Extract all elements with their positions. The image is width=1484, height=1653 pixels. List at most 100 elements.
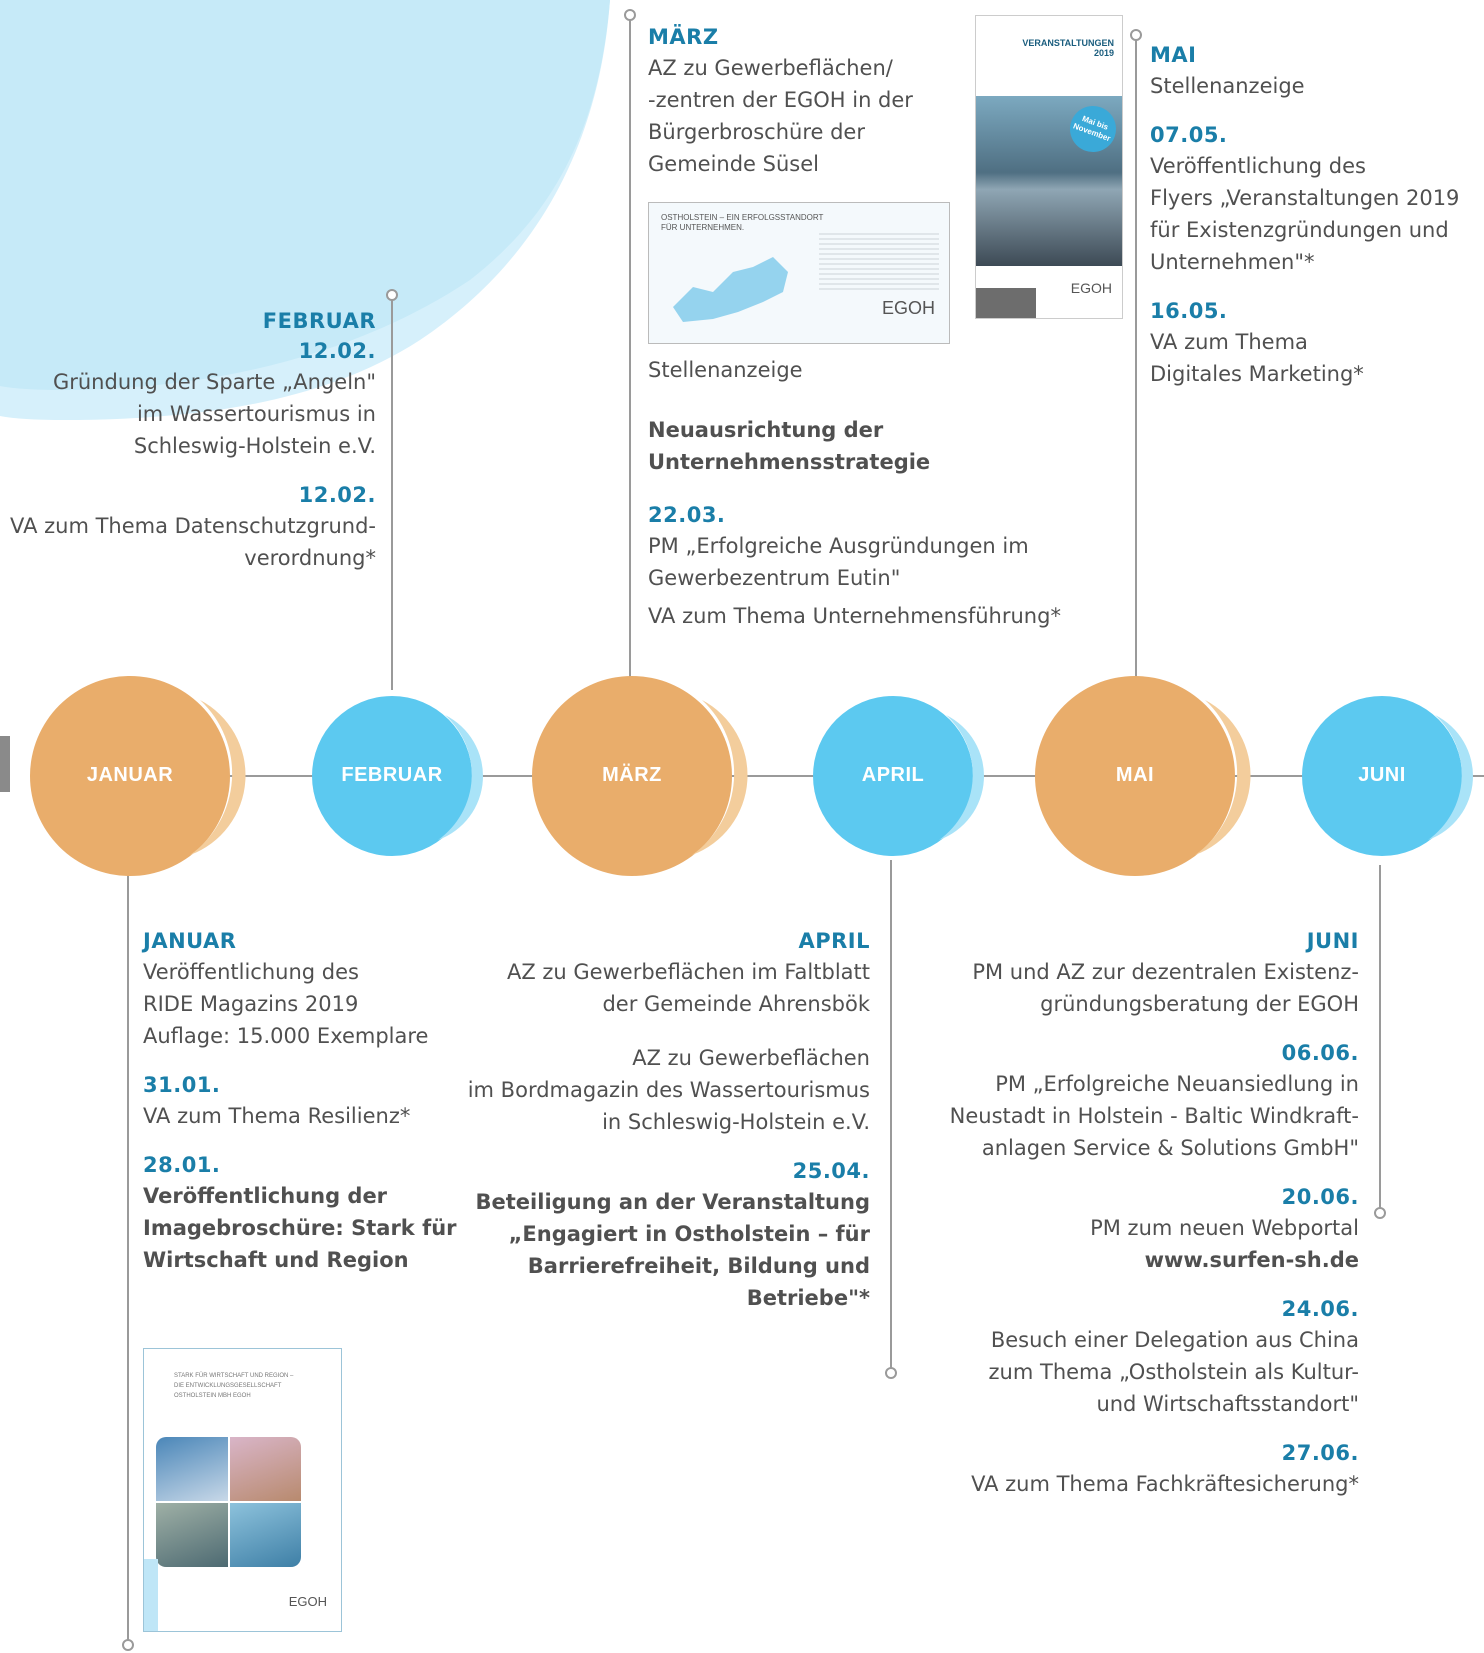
juni-text-2: PM „Erfolgreiche Neuansiedlung in bbox=[995, 1072, 1359, 1096]
januar-date-2: 28.01. bbox=[143, 1153, 221, 1177]
brochure-logo: EGOH bbox=[288, 1594, 327, 1609]
circle-label-mai: MAI bbox=[1115, 764, 1155, 786]
gewerbeflaechen-ad-image: OSTHOLSTEIN – EIN ERFOLGSSTANDORT FÜR UN… bbox=[648, 202, 950, 344]
januar-heading: JANUAR bbox=[143, 929, 237, 953]
circle-label-februar: FEBRUAR bbox=[341, 764, 443, 786]
februar-date-1: 12.02. bbox=[298, 339, 376, 363]
circle-maerz bbox=[532, 676, 748, 876]
mai-text-2: Veröffentlichung des bbox=[1150, 154, 1366, 178]
maerz-text-1: AZ zu Gewerbeflächen/ bbox=[648, 56, 893, 80]
juni-date-3: 24.06. bbox=[1281, 1297, 1359, 1321]
juni-text-5: VA zum Thema Fachkräftesicherung* bbox=[971, 1472, 1359, 1496]
juni-text-1: PM und AZ zur dezentralen Existenz- bbox=[972, 960, 1359, 984]
februar-text-1: Schleswig-Holstein e.V. bbox=[133, 434, 376, 458]
april-text-2: im Bordmagazin des Wassertourismus bbox=[467, 1078, 870, 1102]
mai-block: MAI Stellenanzeige 07.05. Veröffentlichu… bbox=[1150, 40, 1484, 390]
flyer-title: VERANSTALTUNGEN bbox=[1022, 38, 1114, 48]
februar-text-2: verordnung* bbox=[244, 546, 376, 570]
circle-april bbox=[813, 696, 984, 856]
flyer-logo: EGOH bbox=[1070, 280, 1112, 296]
mai-text-3: Digitales Marketing* bbox=[1150, 362, 1364, 386]
brochure-title: OSTHOLSTEIN MBH EGOH bbox=[174, 1393, 251, 1399]
januar-text-1: RIDE Magazins 2019 bbox=[143, 992, 359, 1016]
juni-text-3: PM zum neuen Webportal bbox=[1090, 1216, 1359, 1240]
maerz-text-3: PM „Erfolgreiche Ausgründungen im bbox=[648, 534, 1029, 558]
ad-title: FÜR UNTERNEHMEN. bbox=[661, 223, 745, 232]
maerz-heading: MÄRZ bbox=[648, 25, 719, 49]
mai-text-2: für Existenzgründungen und bbox=[1150, 218, 1449, 242]
mai-date-1: 07.05. bbox=[1150, 123, 1228, 147]
april-text-2: in Schleswig-Holstein e.V. bbox=[602, 1110, 870, 1134]
maerz-block-2: Stellenanzeige Neuausrichtung der Untern… bbox=[648, 354, 1088, 632]
juni-text-2: Neustadt in Holstein - Baltic Windkraft- bbox=[949, 1104, 1359, 1128]
januar-text-2: VA zum Thema Resilienz* bbox=[143, 1104, 411, 1128]
maerz-text-4: VA zum Thema Unternehmensführung* bbox=[648, 604, 1061, 628]
juni-date-1: 06.06. bbox=[1281, 1041, 1359, 1065]
juni-block: JUNI PM und AZ zur dezentralen Existenz-… bbox=[900, 926, 1359, 1500]
circle-februar bbox=[312, 696, 483, 856]
april-text-2: AZ zu Gewerbeflächen bbox=[632, 1046, 870, 1070]
juni-website-link[interactable]: www.surfen-sh.de bbox=[1144, 1248, 1359, 1272]
april-text-1: der Gemeinde Ahrensbök bbox=[602, 992, 870, 1016]
april-heading: APRIL bbox=[798, 929, 870, 953]
circle-januar bbox=[30, 676, 246, 876]
januar-text-1: Veröffentlichung des bbox=[143, 960, 359, 984]
mai-text-3: VA zum Thema bbox=[1150, 330, 1308, 354]
circle-label-maerz: MÄRZ bbox=[602, 764, 662, 786]
juni-date-2: 20.06. bbox=[1281, 1185, 1359, 1209]
februar-text-1: Gründung der Sparte „Angeln" bbox=[52, 370, 376, 394]
page-edge-marker bbox=[0, 736, 10, 792]
april-bold: „Engagiert in Ostholstein – für bbox=[508, 1222, 870, 1246]
januar-date-1: 31.01. bbox=[143, 1073, 221, 1097]
mai-text-2: Flyers „Veranstaltungen 2019 bbox=[1150, 186, 1460, 210]
brochure-title: DIE ENTWICKLUNGSGESELLSCHAFT bbox=[174, 1383, 282, 1389]
januar-bold: Wirtschaft und Region bbox=[143, 1248, 409, 1272]
februar-text-2: VA zum Thema Datenschutzgrund- bbox=[10, 514, 376, 538]
januar-bold: Veröffentlichung der bbox=[143, 1184, 388, 1208]
februar-text-1: im Wassertourismus in bbox=[136, 402, 376, 426]
april-block: APRIL AZ zu Gewerbeflächen im Faltblatt … bbox=[420, 926, 870, 1314]
maerz-date-1: 22.03. bbox=[648, 503, 726, 527]
juni-date-4: 27.06. bbox=[1281, 1441, 1359, 1465]
brochure-title: STARK FÜR WIRTSCHAFT UND REGION – bbox=[174, 1373, 294, 1379]
juni-heading: JUNI bbox=[1306, 929, 1359, 953]
circle-label-januar: JANUAR bbox=[86, 764, 174, 786]
juni-text-4: und Wirtschaftsstandort" bbox=[1096, 1392, 1359, 1416]
ad-logo: EGOH bbox=[881, 298, 935, 318]
maerz-text-1: Bürgerbroschüre der bbox=[648, 120, 865, 144]
juni-text-4: zum Thema „Ostholstein als Kultur- bbox=[988, 1360, 1359, 1384]
imagebroschuere-image: STARK FÜR WIRTSCHAFT UND REGION – DIE EN… bbox=[143, 1348, 342, 1632]
maerz-text-1: Gemeinde Süsel bbox=[648, 152, 819, 176]
maerz-text-2: Stellenanzeige bbox=[648, 358, 803, 382]
januar-text-1: Auflage: 15.000 Exemplare bbox=[143, 1024, 429, 1048]
februar-block: FEBRUAR 12.02. Gründung der Sparte „Ange… bbox=[0, 306, 376, 574]
april-text-1: AZ zu Gewerbeflächen im Faltblatt bbox=[506, 960, 870, 984]
circle-juni bbox=[1302, 696, 1473, 856]
circle-mai bbox=[1035, 676, 1251, 876]
ad-title: OSTHOLSTEIN – EIN ERFOLGSSTANDORT bbox=[661, 213, 824, 222]
maerz-bold: Neuausrichtung der bbox=[648, 418, 884, 442]
circle-label-juni: JUNI bbox=[1358, 764, 1406, 786]
maerz-text-1: -zentren der EGOH in der bbox=[648, 88, 913, 112]
maerz-text-3: Gewerbezentrum Eutin" bbox=[648, 566, 901, 590]
juni-text-4: Besuch einer Delegation aus China bbox=[990, 1328, 1359, 1352]
mai-text-1: Stellenanzeige bbox=[1150, 74, 1305, 98]
mai-text-2: Unternehmen"* bbox=[1150, 250, 1315, 274]
januar-bold: Imagebroschüre: Stark für bbox=[143, 1216, 457, 1240]
circle-label-april: APRIL bbox=[861, 764, 925, 786]
april-bold: Barrierefreiheit, Bildung und bbox=[527, 1254, 870, 1278]
juni-text-2: anlagen Service & Solutions GmbH" bbox=[981, 1136, 1359, 1160]
april-bold: Beteiligung an der Veranstaltung bbox=[475, 1190, 870, 1214]
juni-text-1: gründungsberatung der EGOH bbox=[1040, 992, 1359, 1016]
veranstaltungen-flyer-image: VERANSTALTUNGEN 2019 Mai bis November EG… bbox=[975, 15, 1123, 319]
februar-date-2: 12.02. bbox=[298, 483, 376, 507]
flyer-title: 2019 bbox=[1093, 48, 1114, 58]
april-date-1: 25.04. bbox=[792, 1159, 870, 1183]
map-graphic bbox=[673, 257, 788, 322]
mai-heading: MAI bbox=[1150, 43, 1197, 67]
januar-block: JANUAR Veröffentlichung des RIDE Magazin… bbox=[143, 926, 473, 1276]
april-bold: Betriebe"* bbox=[746, 1286, 870, 1310]
mai-date-2: 16.05. bbox=[1150, 299, 1228, 323]
